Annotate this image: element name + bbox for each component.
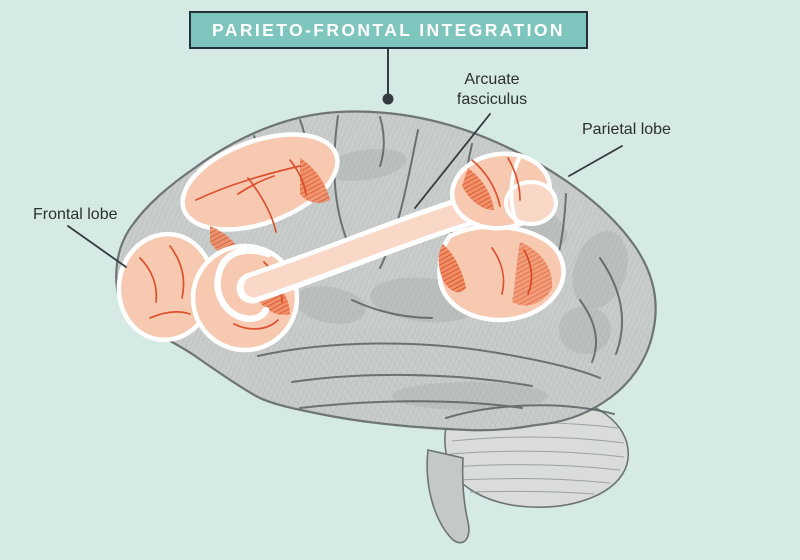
parietal-lobe-label: Parietal lobe [582, 121, 671, 138]
callouts [67, 48, 623, 268]
title-box: PARIETO-FRONTAL INTEGRATION [189, 11, 588, 49]
highlighted-regions [116, 132, 566, 353]
title-connector-dot [382, 93, 394, 105]
frontal-lobe-leader-line [67, 225, 127, 268]
arcuate-hook [214, 247, 272, 322]
arcuate-leader-line [414, 113, 491, 209]
frontal-lobe-label: Frontal lobe [33, 206, 118, 223]
brainstem [426, 449, 470, 544]
middle-frontal-highlight [180, 132, 340, 233]
arcuate-fasciculus-label: Arcuate fasciculus [456, 71, 528, 108]
parietal-lobe-highlight [449, 151, 558, 231]
parietal-lobe-leader-line [568, 145, 623, 177]
arcuate-fasciculus-band [214, 192, 492, 322]
parietal-lower-highlight [437, 224, 566, 323]
title-label: PARIETO-FRONTAL INTEGRATION [212, 19, 565, 40]
